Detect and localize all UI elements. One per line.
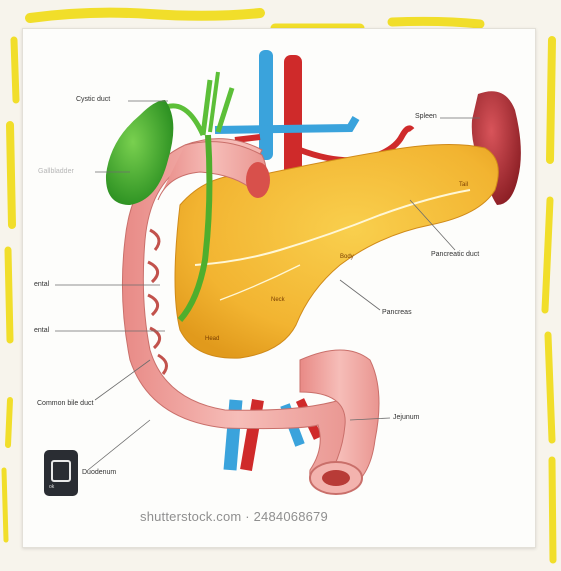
app-logo-icon: ok bbox=[44, 450, 78, 496]
duodenum-opening bbox=[246, 162, 270, 198]
label-spleen: Spleen bbox=[415, 113, 437, 120]
logo-text: ok bbox=[49, 484, 54, 490]
label-papilla-lower: ental bbox=[34, 327, 49, 334]
label-pancreatic-duct: Pancreatic duct bbox=[431, 251, 479, 258]
duodenal-fold-1 bbox=[150, 230, 159, 250]
hepatic-duct-2 bbox=[218, 88, 232, 132]
label-head: Head bbox=[205, 336, 219, 342]
label-cystic-duct: Cystic duct bbox=[76, 96, 110, 103]
watermark: shutterstock.com · 2484068679 bbox=[140, 509, 328, 524]
duodenal-fold-2 bbox=[148, 262, 158, 282]
celiac-branch-left bbox=[235, 137, 260, 140]
duodenal-fold-3 bbox=[148, 295, 158, 315]
label-neck: Neck bbox=[271, 297, 285, 303]
portal-vein-upper bbox=[259, 50, 273, 160]
label-duodenum: Duodenum bbox=[82, 469, 116, 476]
label-common-bile-duct: Common bile duct bbox=[37, 400, 93, 407]
label-gallbladder: Gallbladder bbox=[38, 168, 74, 175]
logo-frame bbox=[51, 460, 71, 482]
leader-duodenum bbox=[88, 420, 150, 470]
label-jejunum: Jejunum bbox=[393, 414, 419, 421]
label-papilla-upper: ental bbox=[34, 281, 49, 288]
gallbladder bbox=[106, 100, 173, 205]
leader-pancreas bbox=[340, 280, 380, 310]
label-pancreas: Pancreas bbox=[382, 309, 412, 316]
label-tail: Tail bbox=[459, 182, 468, 188]
label-body: Body bbox=[340, 254, 354, 260]
jejunum-lumen bbox=[322, 470, 350, 486]
